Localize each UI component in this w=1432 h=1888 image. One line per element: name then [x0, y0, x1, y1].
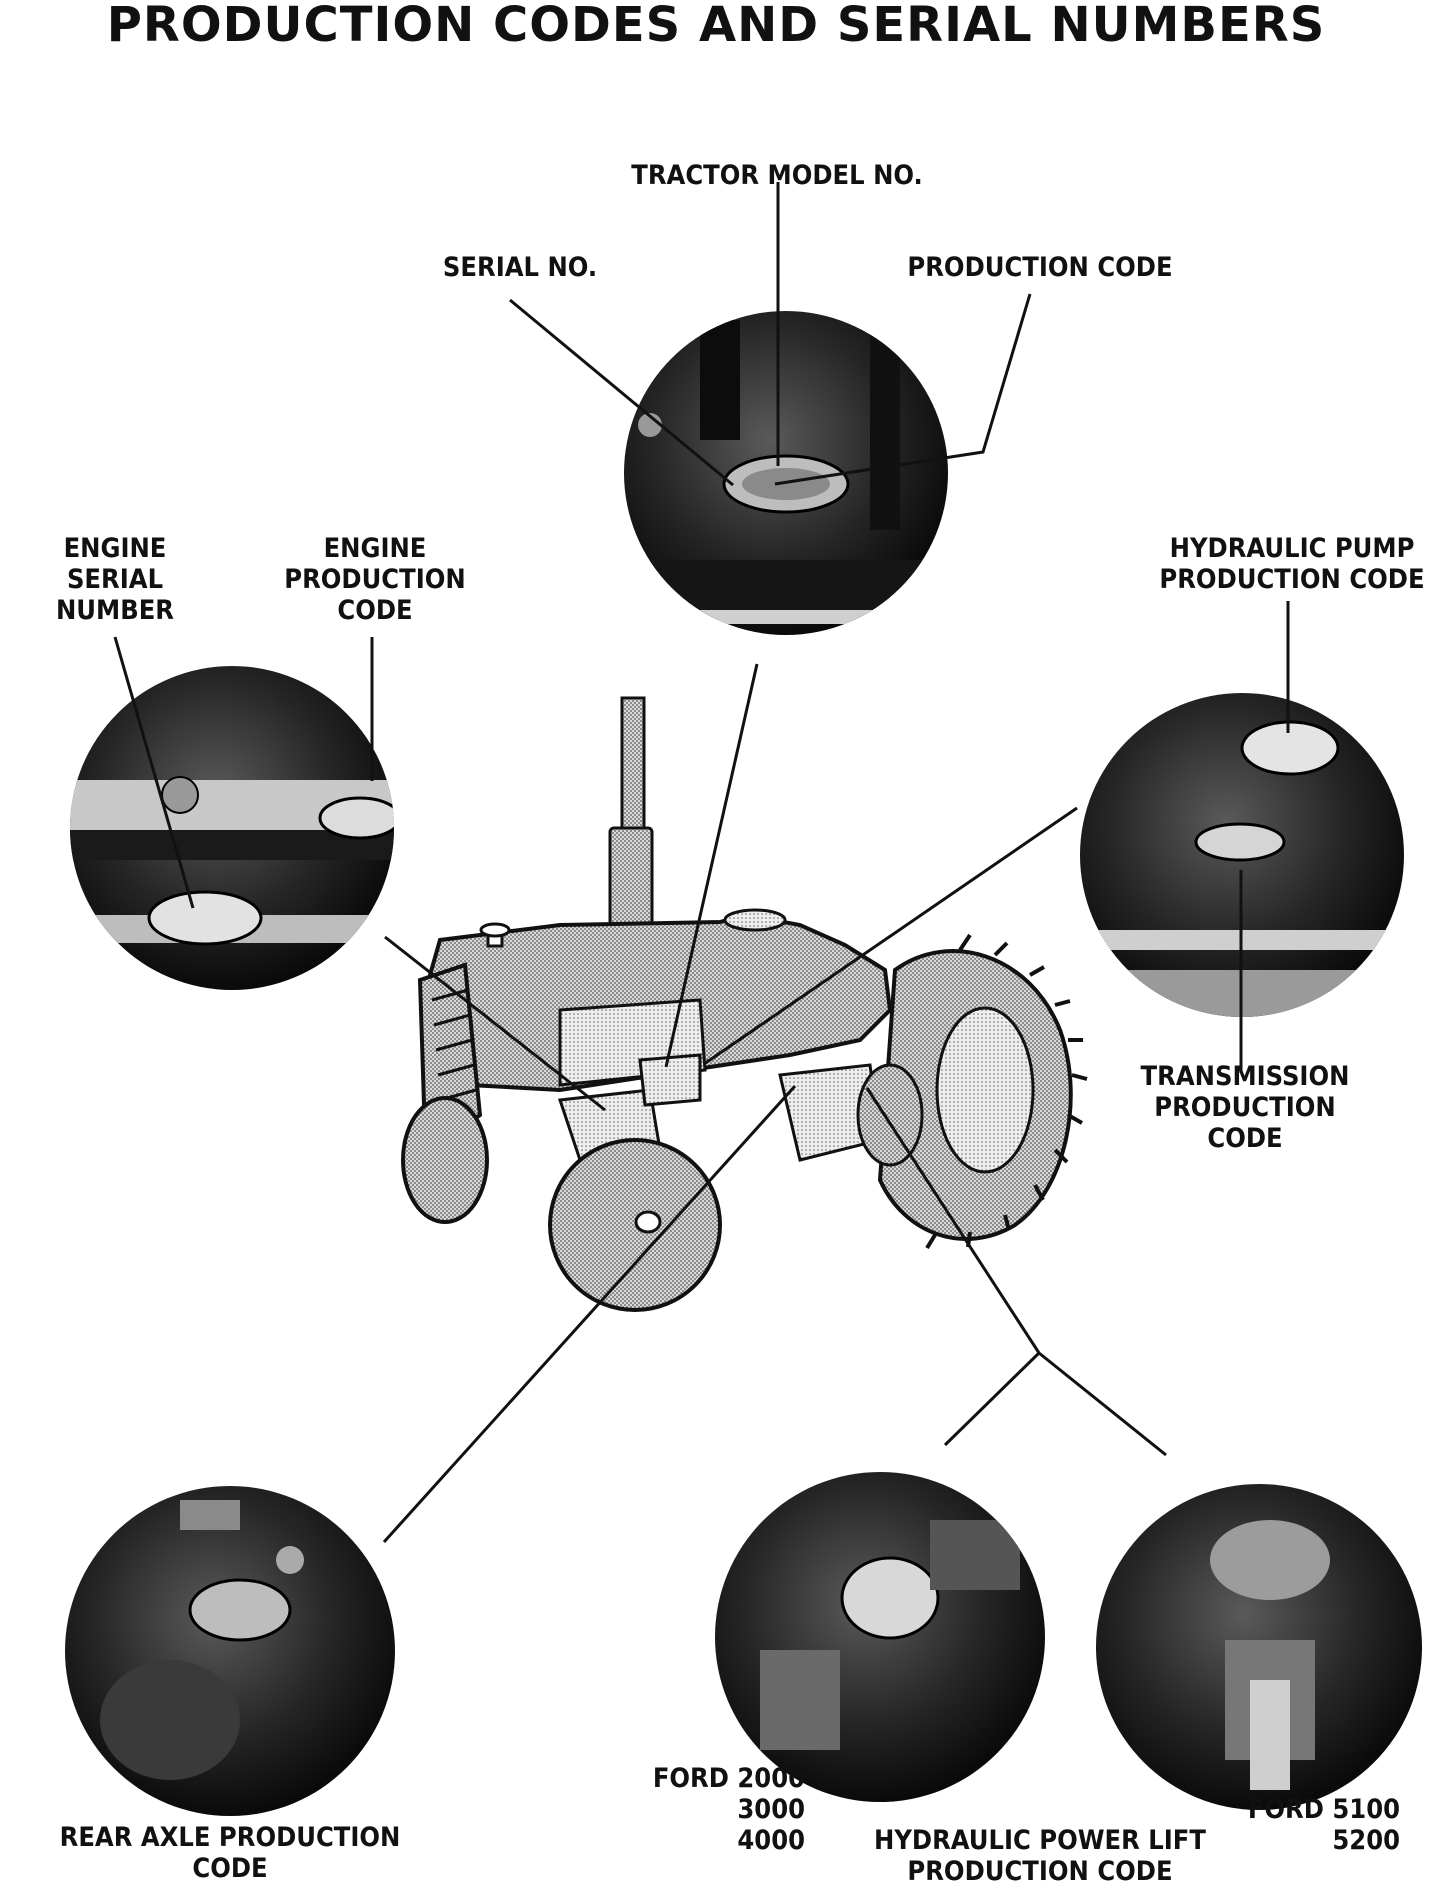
photo-rear-axle: [65, 1486, 395, 1816]
leader-lines: [113, 182, 1290, 1544]
label-serial-no: SERIAL NO.: [442, 252, 598, 283]
label-engine-production: ENGINE PRODUCTION CODE: [284, 533, 466, 626]
photo-engine: [70, 666, 394, 990]
label-ford-small-models: FORD 2000 3000 4000: [652, 1763, 805, 1856]
photo-lift-large: [1096, 1484, 1422, 1810]
label-tractor-model: TRACTOR MODEL NO.: [631, 160, 923, 191]
tractor-illustration: [401, 696, 1088, 1312]
page-title: PRODUCTION CODES AND SERIAL NUMBERS: [106, 0, 1326, 53]
label-hydraulic-pump: HYDRAULIC PUMP PRODUCTION CODE: [1159, 533, 1425, 595]
label-engine-serial: ENGINE SERIAL NUMBER: [55, 533, 175, 626]
label-hydraulic-lift: HYDRAULIC POWER LIFT PRODUCTION CODE: [874, 1825, 1206, 1887]
label-transmission: TRANSMISSION PRODUCTION CODE: [1140, 1061, 1350, 1154]
photo-hydraulic-transmission: [1080, 693, 1404, 1017]
photo-tractor-model: [624, 311, 948, 635]
photo-lift-small: [715, 1472, 1045, 1802]
label-production-code: PRODUCTION CODE: [907, 252, 1173, 283]
label-ford-large-models: FORD 5100 5200: [1247, 1794, 1400, 1856]
label-rear-axle: REAR AXLE PRODUCTION CODE: [59, 1822, 401, 1884]
